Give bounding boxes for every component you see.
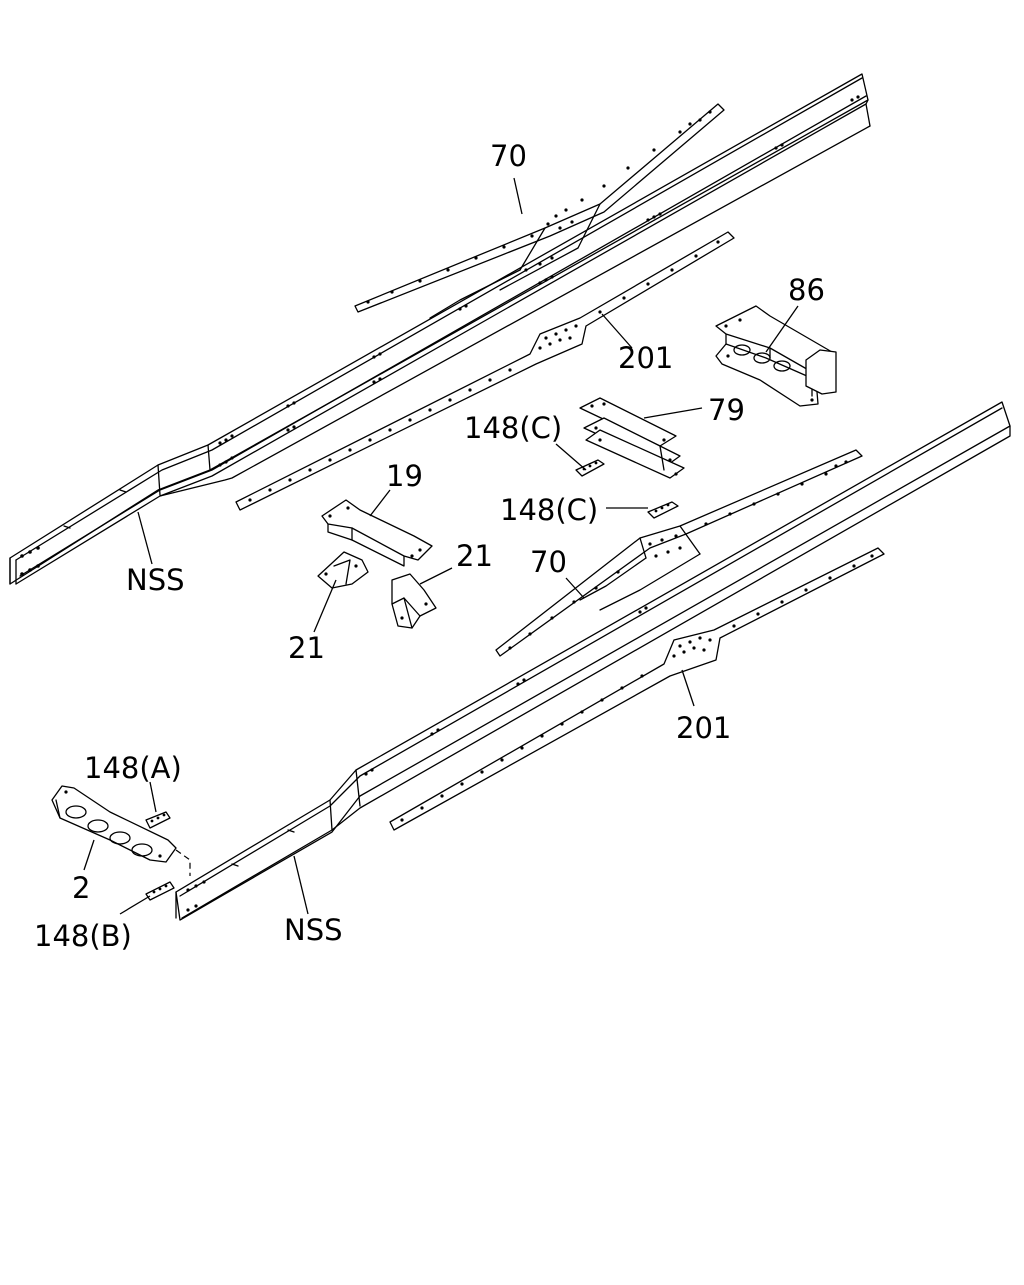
label-nss-lower: NSS	[284, 913, 343, 947]
label-21-right: 21	[456, 539, 493, 573]
shim-148c-upper	[575, 459, 605, 477]
label-201-upper: 201	[618, 341, 673, 375]
label-70-upper: 70	[490, 139, 527, 173]
lower-plate-70	[495, 449, 863, 657]
leader-lines	[83, 177, 799, 915]
plate-79	[579, 397, 685, 479]
label-79: 79	[708, 393, 745, 427]
bracket-21-left	[317, 551, 369, 589]
label-148a: 148(A)	[84, 751, 182, 785]
lower-side-rail	[175, 401, 1011, 921]
cross-member-19	[321, 499, 433, 567]
callout-labels: 70 201 86 79 148(C) 148(C) 19 21 21 70 2…	[34, 139, 825, 953]
shim-148b	[145, 881, 175, 901]
label-nss-upper: NSS	[126, 563, 185, 597]
front-cross-member-2	[51, 785, 191, 876]
label-148c-lower: 148(C)	[500, 493, 598, 527]
label-70-lower: 70	[530, 545, 567, 579]
label-86: 86	[788, 273, 825, 307]
label-148b: 148(B)	[34, 919, 132, 953]
label-19: 19	[386, 459, 423, 493]
shim-148c-lower	[647, 501, 679, 519]
upper-side-rail	[9, 73, 871, 585]
label-148c-upper: 148(C)	[464, 411, 562, 445]
upper-plate-70	[354, 103, 725, 319]
cross-member-86	[715, 305, 837, 407]
label-201-lower: 201	[676, 711, 731, 745]
bracket-21-right	[391, 573, 437, 629]
upper-plate-201	[235, 231, 735, 511]
upper-rail-holes	[20, 95, 860, 576]
shim-148a	[145, 811, 171, 829]
label-2: 2	[72, 871, 90, 905]
label-21-left: 21	[288, 631, 325, 665]
lower-plate-201	[389, 547, 885, 831]
